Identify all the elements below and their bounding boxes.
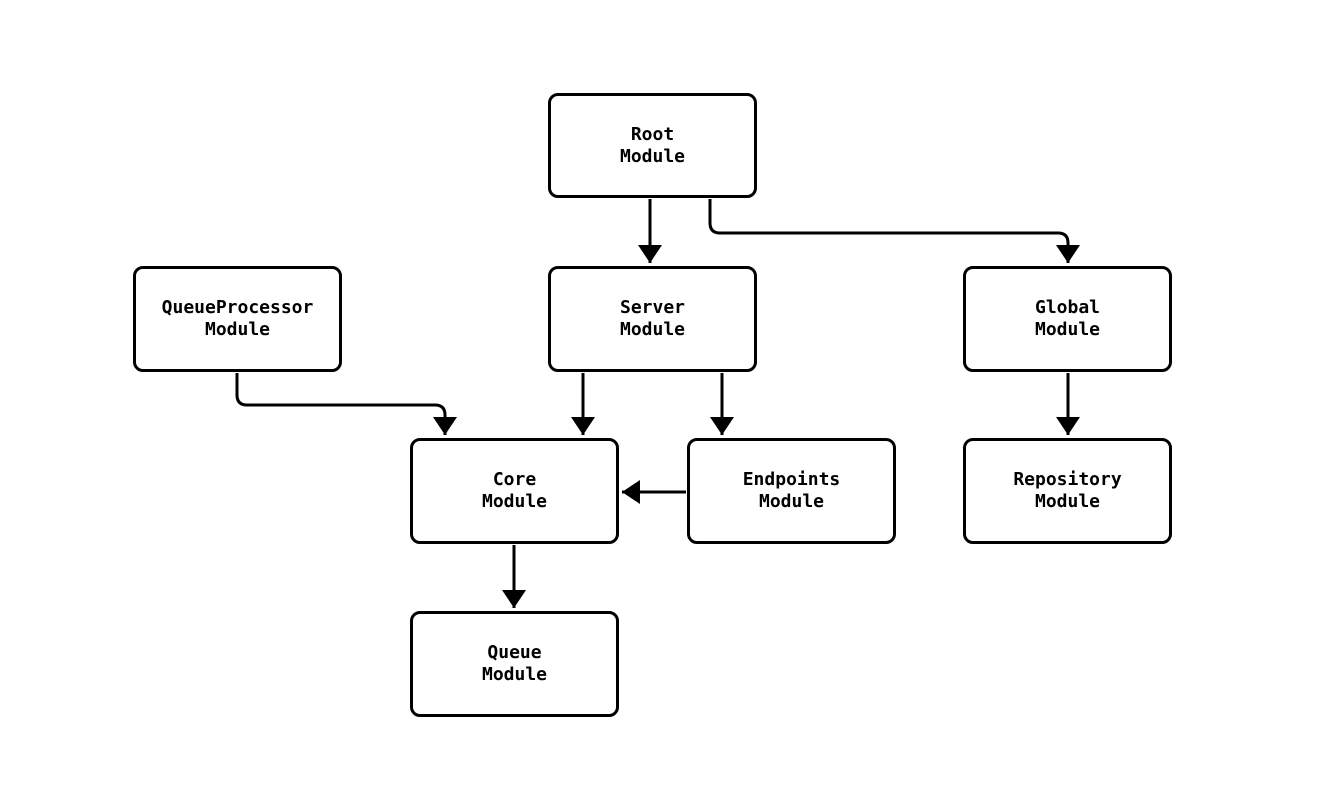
node-queue-label-line: Module <box>481 664 548 685</box>
node-global-label-line: Module <box>1034 319 1101 340</box>
node-root-label-line: Module <box>619 145 686 167</box>
node-repository-label-line: Module <box>1034 491 1101 512</box>
node-queue-label-line: Queue <box>487 642 542 663</box>
node-global-label-line: Global <box>1034 297 1101 318</box>
edge-root-global <box>708 199 1080 263</box>
node-core-label-line: Module <box>481 491 548 512</box>
node-queueprocessor-label-line: QueueProcessor <box>161 297 314 318</box>
node-endpoints-label-line: Module <box>758 491 825 512</box>
node-server-label-line: Module <box>619 319 686 340</box>
node-endpoints-label-line: Endpoints <box>742 469 841 490</box>
edge-queueprocessor-core <box>235 373 457 435</box>
edges-group <box>235 199 1080 608</box>
node-queueprocessor-label-line: Module <box>204 319 271 340</box>
node-root-label-line: Root <box>630 123 675 145</box>
node-repository-label-line: Repository <box>1013 469 1122 490</box>
node-server-label-line: Server <box>619 297 686 318</box>
node-core-label-line: Core <box>492 469 537 490</box>
